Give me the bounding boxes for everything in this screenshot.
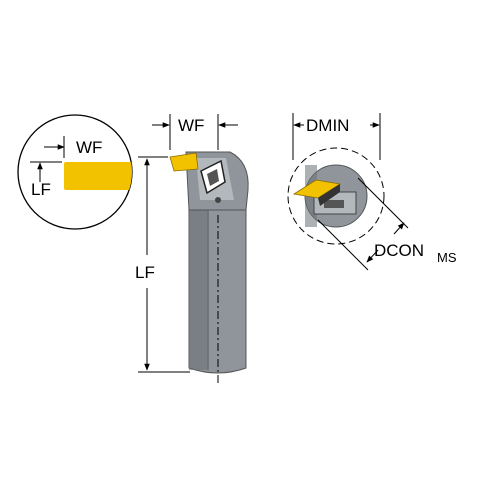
end-view-clamp-slot [324, 200, 344, 208]
boring-bar-side-view: WF LF [135, 114, 249, 384]
cutting-insert [169, 152, 199, 172]
boring-bar-end-view: DMIN DCON MS [287, 113, 457, 271]
detail-inset: WF LF [17, 114, 133, 230]
lf-label: LF [135, 263, 155, 282]
dcon-ext-high [357, 177, 409, 229]
clamp-screw [207, 169, 219, 186]
detail-wf-label: WF [76, 138, 102, 157]
dcon-arrow-low [366, 249, 379, 263]
shank-flat [189, 210, 208, 370]
coolant-hole [215, 197, 221, 203]
end-view-insert-side [318, 184, 340, 206]
dmin-circle [287, 147, 385, 245]
wf-label: WF [178, 116, 204, 135]
dcon-subscript: MS [437, 250, 457, 265]
detail-lf-label: LF [31, 180, 51, 199]
dcon-ext-low [317, 219, 369, 271]
dmin-label: DMIN [306, 116, 349, 135]
dcon-label: DCON [374, 241, 424, 260]
dcon-arrow-high [393, 222, 405, 235]
detail-insert [64, 162, 132, 190]
